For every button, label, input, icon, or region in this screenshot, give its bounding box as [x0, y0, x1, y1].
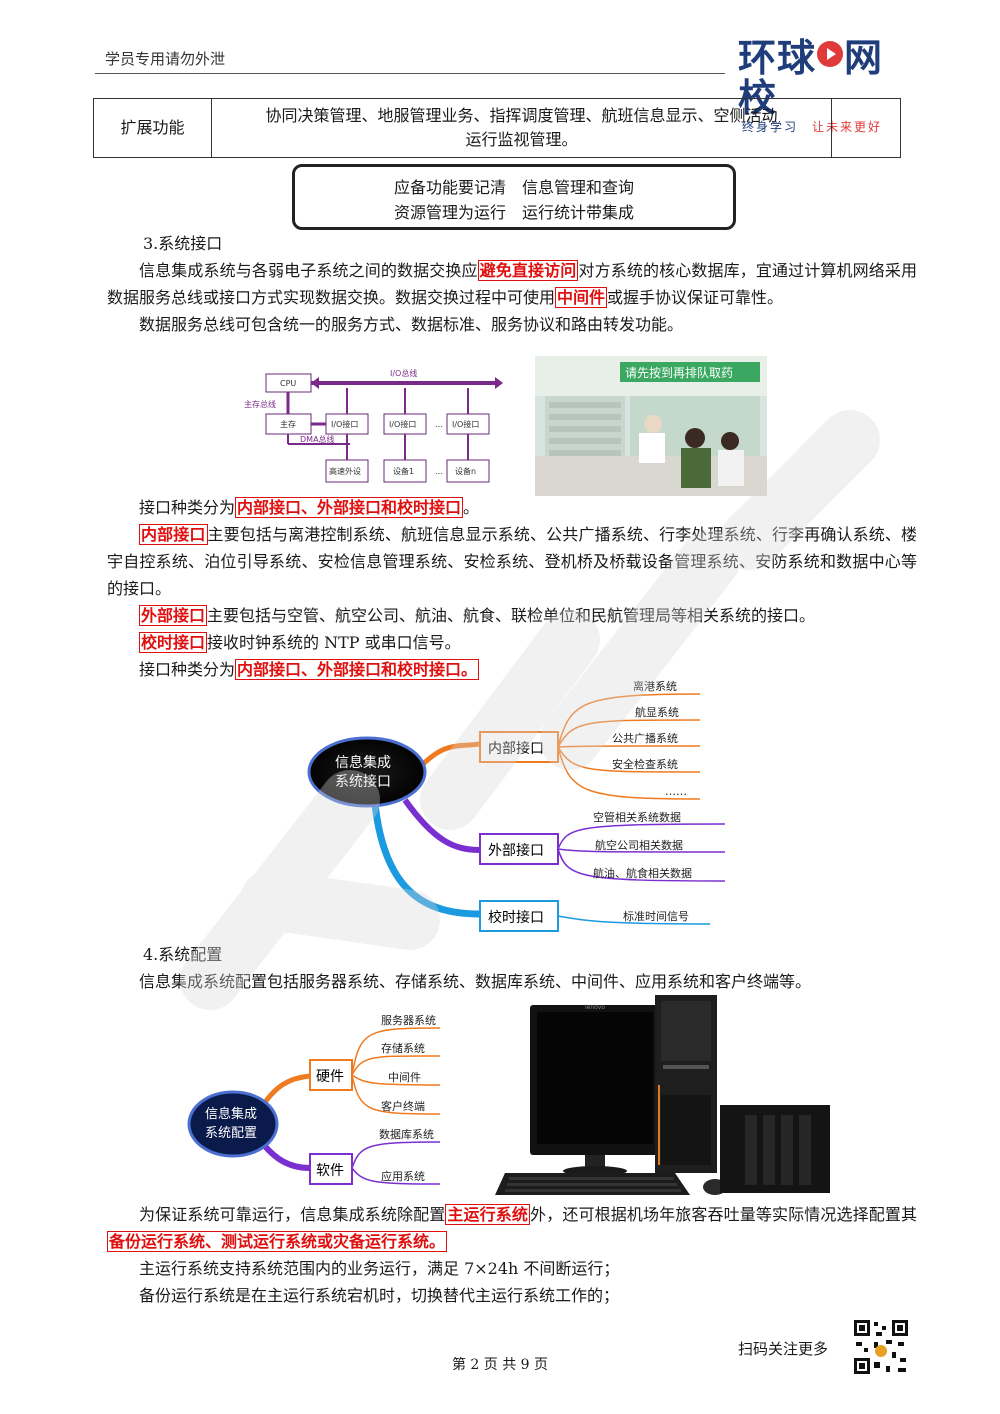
internal-interface-paragraph: 内部接口主要包括与离港控制系统、航班信息显示系统、公共广播系统、行李处理系统、行… [107, 524, 917, 598]
scan-prompt: 扫码关注更多 [738, 1340, 829, 1358]
mindmap1-center-node [307, 736, 427, 808]
hardware-item-server: 服务器系统 [381, 1014, 436, 1027]
internal-item-security: 安全检查系统 [612, 757, 678, 771]
pharmacy-photo: 请先按到再排队取药 [535, 356, 767, 496]
svg-text:软件: 软件 [316, 1163, 344, 1179]
table-label-cell: 扩展功能 [93, 98, 212, 158]
page-number: 第 2 页 共 9 页 [451, 1357, 549, 1373]
section-4-block: 4.系统配置 信息集成系统配置包括服务器系统、存储系统、数据库系统、中间件、应用… [107, 941, 917, 995]
software-item-database: 数据库系统 [379, 1127, 434, 1141]
interface-types-sentence-1: 接口种类分为内部接口、外部接口和校时接口。 [139, 497, 480, 518]
highlight-timing-interface: 校时接口 [139, 632, 208, 653]
memory-label: 主存 [280, 419, 296, 429]
svg-text:校时接口: 校时接口 [488, 909, 544, 926]
svg-text:硬件: 硬件 [316, 1069, 344, 1085]
pharmacy-sign-text: 请先按到再排队取药 [625, 365, 733, 380]
qr-code-icon[interactable] [852, 1318, 910, 1376]
highlight-internal-interface: 内部接口 [139, 524, 208, 545]
io-interface-3-label: I/O接口 [452, 419, 479, 429]
hardware-item-client: 客户终端 [381, 1099, 425, 1113]
section-4-heading: 4.系统配置 [143, 945, 223, 964]
extended-function-table: 扩展功能 协同决策管理、地服管理业务、指挥调度管理、航班信息显示、空侧活动 运行… [93, 98, 901, 158]
external-interface-paragraph: 外部接口主要包括与空管、航空公司、航油、航食、联检单位和民航管理局等相关系统的接… [139, 605, 816, 626]
section-3-heading: 3.系统接口 [143, 234, 223, 253]
highlight-interface-types-2: 内部接口、外部接口和校时接口。 [235, 659, 480, 680]
device-1-label: 设备1 [393, 466, 414, 476]
highlight-backup-systems: 备份运行系统、测试运行系统或灾备运行系统。 [107, 1231, 448, 1252]
section-3-paragraph-1: 信息集成系统与各弱电子系统之间的数据交换应避免直接访问对方系统的核心数据库，宜通… [107, 260, 917, 308]
io-interface-1-label: I/O接口 [331, 419, 358, 429]
header-confidential-text: 学员专用请勿外泄 [105, 50, 226, 68]
configuration-mindmap: 信息集成 系统配置 硬件 软件 服务器系统 存储系统 中间件 客户终端 数据库系… [187, 1014, 441, 1185]
svg-text:系统配置: 系统配置 [205, 1126, 257, 1141]
brand-logo: 环球网校 终身学习 让未来更好 [738, 36, 884, 134]
timing-interface-paragraph: 校时接口接收时钟系统的 NTP 或串口信号。 [139, 632, 461, 653]
timing-item-standard-time: 标准时间信号 [623, 909, 689, 923]
highlight-interface-types: 内部接口、外部接口和校时接口 [235, 497, 464, 518]
svg-text:…: … [435, 467, 443, 476]
timing-interface-node [479, 900, 559, 932]
dma-bus-label: DMA总线 [300, 434, 335, 444]
note-line-1: 应备功能要记清 信息管理和查询 [393, 178, 634, 197]
computer-photo: lenovo [495, 995, 830, 1195]
internal-item-more: …… [665, 785, 687, 798]
section-3-block: 3.系统接口 信息集成系统与各弱电子系统之间的数据交换应避免直接访问对方系统的核… [107, 230, 917, 338]
hardware-item-middleware: 中间件 [388, 1071, 421, 1084]
highlight-middleware: 中间件 [555, 287, 608, 308]
interface-mindmap: 信息集成 系统接口 内部接口 外部接口 校时接口 离港系统 航显系统 公共广播系… [307, 679, 726, 932]
cpu-label: CPU [280, 379, 296, 388]
section-3-paragraph-2: 数据服务总线可包含统一的服务方式、数据标准、服务协议和路由转发功能。 [139, 315, 684, 334]
table-empty-cell [831, 98, 901, 158]
external-item-airline: 航空公司相关数据 [595, 838, 683, 852]
device-n-label: 设备n [455, 466, 476, 476]
monitor-brand: lenovo [585, 1004, 605, 1011]
play-icon [817, 41, 844, 67]
highlight-avoid-direct-access: 避免直接访问 [477, 260, 579, 281]
internal-item-fids: 航显系统 [635, 705, 679, 719]
svg-text:外部接口: 外部接口 [488, 842, 544, 859]
svg-text:内部接口: 内部接口 [488, 740, 544, 757]
highlight-main-system: 主运行系统 [445, 1204, 531, 1225]
software-node [309, 1153, 353, 1185]
section-4-continued: 为保证系统可靠运行，信息集成系统除配置主运行系统外，还可根据机场年旅客吞吐量等实… [107, 1201, 917, 1309]
internal-item-pa: 公共广播系统 [612, 731, 678, 745]
external-item-fuel-catering: 航油、航食相关数据 [593, 866, 692, 880]
svg-text:系统接口: 系统接口 [335, 773, 391, 790]
section-4-paragraph-4: 备份运行系统是在主运行系统宕机时，切换替代主运行系统工作的； [139, 1286, 620, 1305]
io-interface-2-label: I/O接口 [389, 419, 416, 429]
bus-structure-diagram: CPU I/O总线 主存总线 主存 DMA总线 I/O接口 I/O接口 … I/… [244, 368, 503, 483]
interface-types-sentence-2: 接口种类分为内部接口、外部接口和校时接口。 [139, 659, 480, 680]
main-bus-label: 主存总线 [244, 399, 276, 409]
section-4-paragraph-3: 主运行系统支持系统范围内的业务运行，满足 7×24h 不间断运行； [139, 1259, 620, 1278]
section-4-paragraph-2: 为保证系统可靠运行，信息集成系统除配置主运行系统外，还可根据机场年旅客吞吐量等实… [107, 1204, 917, 1252]
section-4-paragraph-1: 信息集成系统配置包括服务器系统、存储系统、数据库系统、中间件、应用系统和客户终端… [139, 972, 812, 991]
table-content-cell: 协同决策管理、地服管理业务、指挥调度管理、航班信息显示、空侧活动 运行监视管理。 [211, 98, 832, 158]
mindmap2-center-node [187, 1090, 279, 1158]
external-item-atc: 空管相关系统数据 [593, 810, 681, 824]
note-line-2: 资源管理为运行 运行统计带集成 [393, 203, 634, 222]
io-bus-label: I/O总线 [390, 368, 417, 378]
hardware-item-storage: 存储系统 [381, 1041, 425, 1055]
interface-types-block: 接口种类分为内部接口、外部接口和校时接口。 内部接口主要包括与离港控制系统、航班… [107, 494, 917, 683]
software-item-application: 应用系统 [381, 1169, 425, 1183]
svg-text:…: … [435, 420, 443, 429]
highlight-external-interface: 外部接口 [139, 605, 208, 626]
svg-text:信息集成: 信息集成 [205, 1106, 257, 1122]
internal-item-departure: 离港系统 [633, 679, 677, 693]
svg-text:信息集成: 信息集成 [335, 754, 391, 771]
header-divider [95, 73, 725, 74]
device-highspeed-label: 高速外设 [329, 466, 361, 476]
mnemonic-note-box: 应备功能要记清 信息管理和查询 资源管理为运行 运行统计带集成 [292, 164, 736, 230]
